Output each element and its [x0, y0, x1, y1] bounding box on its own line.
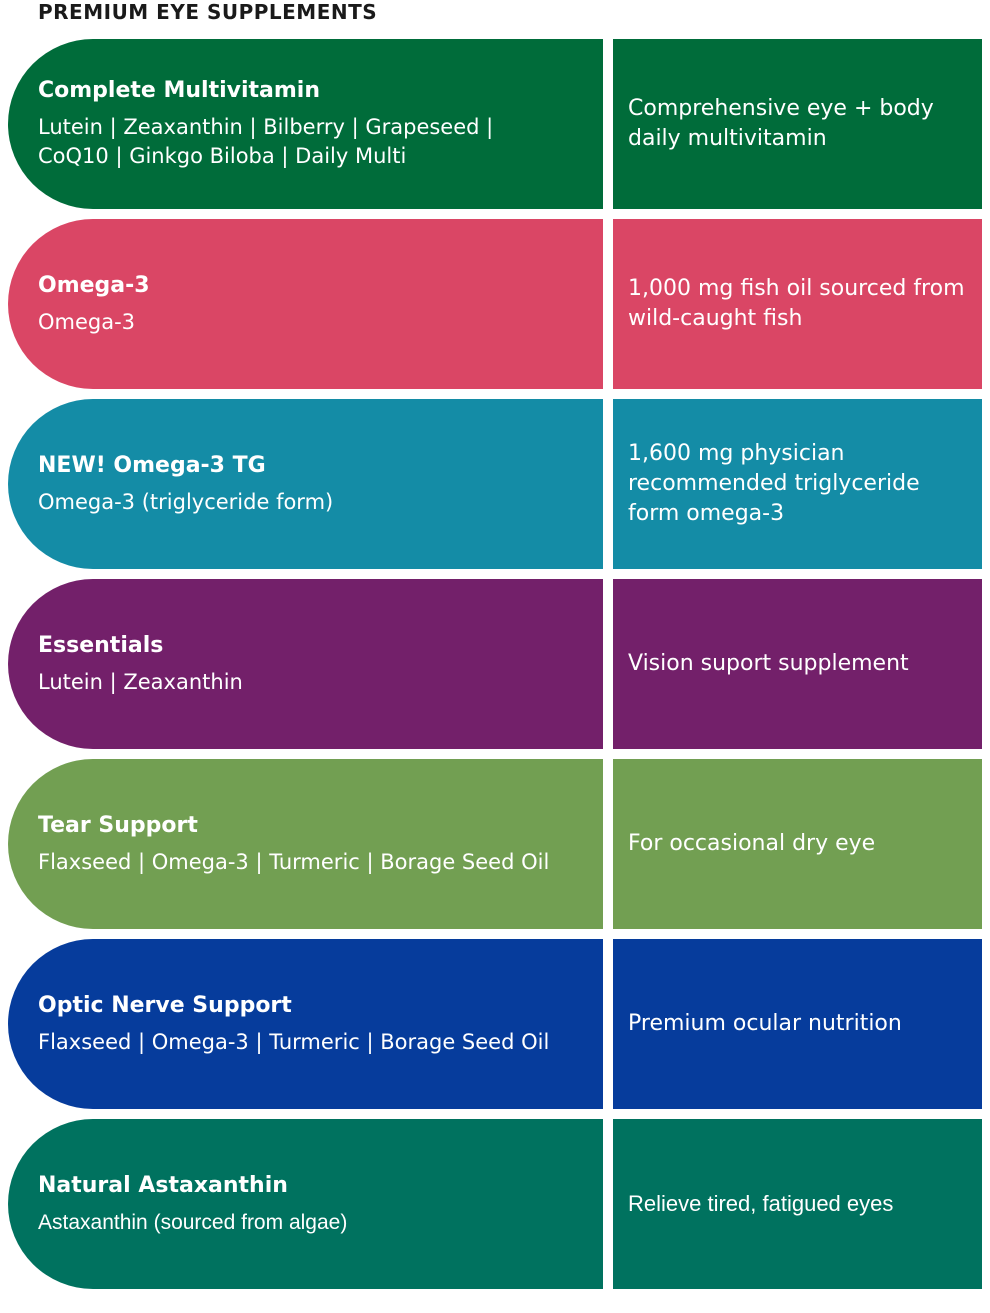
product-row-omega-3-tg: NEW! Omega-3 TG Omega-3 (triglyceride fo… [8, 399, 982, 569]
product-info-panel: Optic Nerve Support Flaxseed | Omega-3 |… [8, 939, 603, 1109]
product-description: 1,600 mg physician recommended triglycer… [628, 441, 920, 526]
product-info-panel: Complete Multivitamin Lutein | Zeaxanthi… [8, 39, 603, 209]
product-list: Complete Multivitamin Lutein | Zeaxanthi… [8, 39, 982, 1289]
product-ingredients: Lutein | Zeaxanthin [38, 669, 243, 694]
product-row-omega-3: Omega-3 Omega-3 1,000 mg fish oil source… [8, 219, 982, 389]
product-name: Optic Nerve Support [38, 992, 292, 1018]
product-description: Relieve tired, fatigued eyes [628, 1191, 894, 1216]
product-row-essentials: Essentials Lutein | Zeaxanthin Vision su… [8, 579, 982, 749]
product-ingredients: Omega-3 [38, 309, 136, 334]
product-description-panel: Premium ocular nutrition [613, 939, 982, 1109]
product-description: Comprehensive eye + body daily multivita… [628, 96, 934, 151]
product-description: For occasional dry eye [628, 831, 876, 856]
product-ingredients: Astaxanthin (sourced from algae) [38, 1210, 348, 1234]
product-row-tear-support: Tear Support Flaxseed | Omega-3 | Turmer… [8, 759, 982, 929]
product-info-panel: Tear Support Flaxseed | Omega-3 | Turmer… [8, 759, 603, 929]
product-info-panel: Essentials Lutein | Zeaxanthin [8, 579, 603, 749]
product-ingredients: Omega-3 (triglyceride form) [38, 489, 334, 514]
product-description-panel: Comprehensive eye + body daily multivita… [613, 39, 982, 209]
product-ingredients: Lutein | Zeaxanthin | Bilberry | Grapese… [38, 115, 494, 168]
page-title: PREMIUM EYE SUPPLEMENTS [38, 0, 378, 24]
product-ingredients: Flaxseed | Omega-3 | Turmeric | Borage S… [38, 849, 550, 874]
product-name: Essentials [38, 632, 164, 658]
product-info-panel: Omega-3 Omega-3 [8, 219, 603, 389]
product-description: 1,000 mg fish oil sourced from wild-caug… [628, 276, 965, 331]
product-name: Natural Astaxanthin [38, 1172, 288, 1198]
product-ingredients: Flaxseed | Omega-3 | Turmeric | Borage S… [38, 1029, 550, 1054]
product-row-optic-nerve-support: Optic Nerve Support Flaxseed | Omega-3 |… [8, 939, 982, 1109]
product-row-complete-multivitamin: Complete Multivitamin Lutein | Zeaxanthi… [8, 39, 982, 209]
product-description-panel: 1,000 mg fish oil sourced from wild-caug… [613, 219, 982, 389]
product-description-panel: Relieve tired, fatigued eyes [613, 1119, 982, 1289]
product-name: Omega-3 [38, 272, 150, 298]
product-name: Complete Multivitamin [38, 78, 321, 103]
product-info-panel: NEW! Omega-3 TG Omega-3 (triglyceride fo… [8, 399, 603, 569]
product-description-panel: Vision suport supplement [613, 579, 982, 749]
product-name: Tear Support [38, 812, 198, 838]
product-row-natural-astaxanthin: Natural Astaxanthin Astaxanthin (sourced… [8, 1119, 982, 1289]
product-info-panel: Natural Astaxanthin Astaxanthin (sourced… [8, 1119, 603, 1289]
product-name: NEW! Omega-3 TG [38, 452, 266, 478]
product-description: Premium ocular nutrition [628, 1011, 902, 1036]
product-description-panel: For occasional dry eye [613, 759, 982, 929]
product-description-panel: 1,600 mg physician recommended triglycer… [613, 399, 982, 569]
product-description: Vision suport supplement [628, 651, 909, 676]
